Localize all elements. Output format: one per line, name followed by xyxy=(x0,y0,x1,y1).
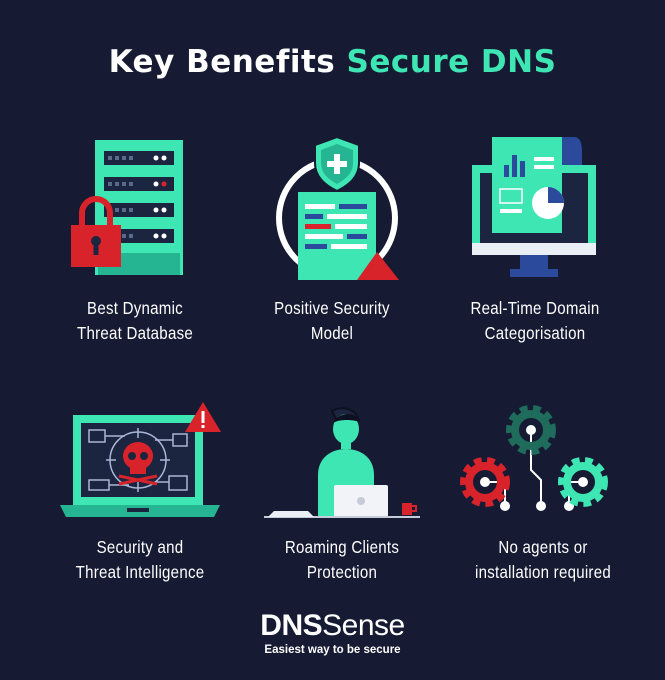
benefit-label-2: Positive Security Model xyxy=(274,298,390,343)
benefit-label-6: No agents or installation required xyxy=(475,537,611,582)
benefit-label-4: Security and Threat Intelligence xyxy=(75,537,205,582)
brand-name: DNSSense xyxy=(0,610,665,642)
shield-document-icon xyxy=(265,132,405,282)
laptop-skull-icon xyxy=(55,400,225,525)
benefit-label-3: Real-Time Domain Categorisation xyxy=(470,298,600,343)
brand-logo: DNSSense Easiest way to be secure xyxy=(0,610,665,657)
server-lock-icon xyxy=(68,135,188,280)
title-main: Key Benefits xyxy=(108,44,336,80)
brand-name-bold: DNS xyxy=(260,609,323,642)
person-laptop-icon xyxy=(262,405,422,525)
brand-tagline: Easiest way to be secure xyxy=(264,644,401,656)
brand-name-light: Sense xyxy=(322,609,405,642)
title-accent: Secure DNS xyxy=(346,44,557,80)
benefit-label-1: Best Dynamic Threat Database xyxy=(77,298,193,343)
page-title: Key Benefits Secure DNS xyxy=(0,44,665,80)
monitor-chart-icon xyxy=(470,135,600,285)
benefit-label-5: Roaming Clients Protection xyxy=(284,537,400,582)
gears-icon xyxy=(455,400,625,525)
